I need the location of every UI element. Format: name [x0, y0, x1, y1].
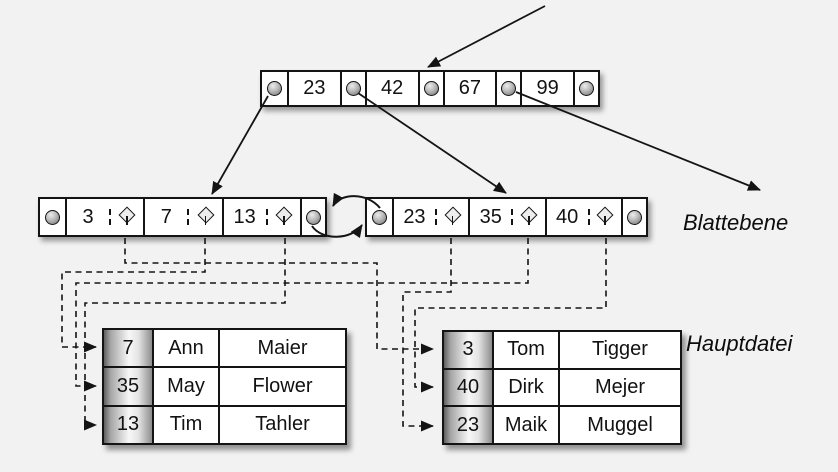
leaf-entry: 40	[544, 199, 621, 235]
row-firstname: Tom	[494, 332, 560, 368]
pointer-icon	[45, 209, 60, 225]
diamond-stem	[527, 216, 530, 225]
root-pointer-cell	[495, 72, 520, 105]
record-pointer-cell	[187, 206, 221, 225]
row-id: 13	[104, 406, 154, 443]
row-firstname: May	[154, 368, 220, 405]
leaf-key: 3	[82, 205, 94, 228]
row-id: 3	[444, 332, 494, 368]
leaf-key: 40	[555, 205, 579, 228]
pointer-icon	[579, 81, 594, 96]
arrow-root-to-right-leaf	[357, 92, 507, 194]
row-lastname: Flower	[252, 374, 313, 397]
root-node: 23 42 67 99	[260, 70, 600, 107]
root-key: 67	[442, 72, 496, 105]
root-key: 42	[364, 72, 418, 105]
record-pointer-cell	[434, 206, 468, 225]
record-pointer-cell	[265, 206, 300, 225]
record-pointer-cell	[511, 206, 544, 225]
diamond-stem	[604, 216, 606, 225]
root-key: 23	[287, 72, 340, 105]
row-lastname: Mejer	[594, 376, 645, 398]
root-pointer-cell	[262, 72, 287, 105]
table-row: 13 Tim Tahler	[104, 404, 345, 443]
row-id: 23	[444, 407, 494, 444]
right-data-table: 3 Tom Tigger 40 Dirk Mejer 23 Maik Mugge…	[442, 330, 682, 445]
pointer-icon	[345, 81, 361, 96]
arrow-root-to-left-leaf	[211, 95, 269, 195]
leaf-entry: 3	[65, 199, 143, 235]
row-id: 40	[444, 369, 494, 406]
leaf-key: 7	[160, 205, 172, 228]
row-firstname: Tim	[154, 406, 220, 443]
leaf-key: 23	[403, 205, 426, 228]
row-firstname: Dirk	[494, 369, 560, 406]
row-id: 7	[104, 330, 154, 367]
row-lastname: Tigger	[592, 338, 648, 361]
table-row: 7 Ann Maier	[104, 330, 345, 367]
root-pointer-cell	[573, 72, 598, 105]
row-lastname: Muggel	[587, 413, 653, 436]
leaf-pointer-cell	[367, 199, 392, 235]
table-row: 40 Dirk Mejer	[444, 367, 680, 406]
root-pointer-cell	[339, 72, 365, 105]
root-key: 99	[520, 72, 573, 105]
leaf-entry: 23	[392, 199, 468, 235]
diamond-stem	[126, 216, 128, 225]
row-firstname: Ann	[154, 330, 220, 367]
leaf-level-label: Blattebene	[683, 210, 789, 235]
leaf-entry: 35	[468, 199, 544, 235]
table-row: 3 Tom Tigger	[444, 332, 680, 368]
diamond-stem	[204, 216, 207, 225]
row-lastname: Maier	[257, 336, 308, 359]
diamond-stem	[282, 216, 285, 225]
pointer-icon	[305, 209, 321, 225]
leaf-entry: 7	[143, 199, 221, 235]
left-data-table: 7 Ann Maier 35 May Flower 13 Tim Tahler	[102, 328, 347, 445]
root-pointer-cell	[417, 72, 443, 105]
record-pointer-cell	[587, 206, 621, 225]
main-file-label: Hauptdatei	[686, 331, 793, 356]
leaf-pointer-cell	[620, 199, 646, 235]
pointer-icon	[423, 81, 439, 96]
record-pointer-cell	[109, 206, 143, 225]
table-row: 23 Maik Muggel	[444, 405, 680, 444]
leaf-entry: 13	[221, 199, 300, 235]
left-leaf-node: 3 7 13	[38, 197, 327, 237]
leaf-pointer-cell	[40, 199, 65, 235]
pointer-icon	[501, 81, 517, 96]
pointer-icon	[267, 81, 282, 96]
leaf-pointer-cell	[299, 199, 325, 235]
leaf-key: 35	[479, 205, 502, 228]
row-firstname: Maik	[494, 407, 560, 444]
right-leaf-node: 23 35 40	[365, 197, 648, 237]
pointer-icon	[626, 209, 642, 225]
diamond-stem	[451, 216, 454, 225]
row-lastname: Tahler	[255, 413, 310, 436]
pointer-icon	[372, 209, 387, 225]
arrow-to-root	[427, 5, 546, 68]
leaf-key: 13	[233, 205, 256, 228]
row-id: 35	[104, 368, 154, 405]
table-row: 35 May Flower	[104, 366, 345, 405]
